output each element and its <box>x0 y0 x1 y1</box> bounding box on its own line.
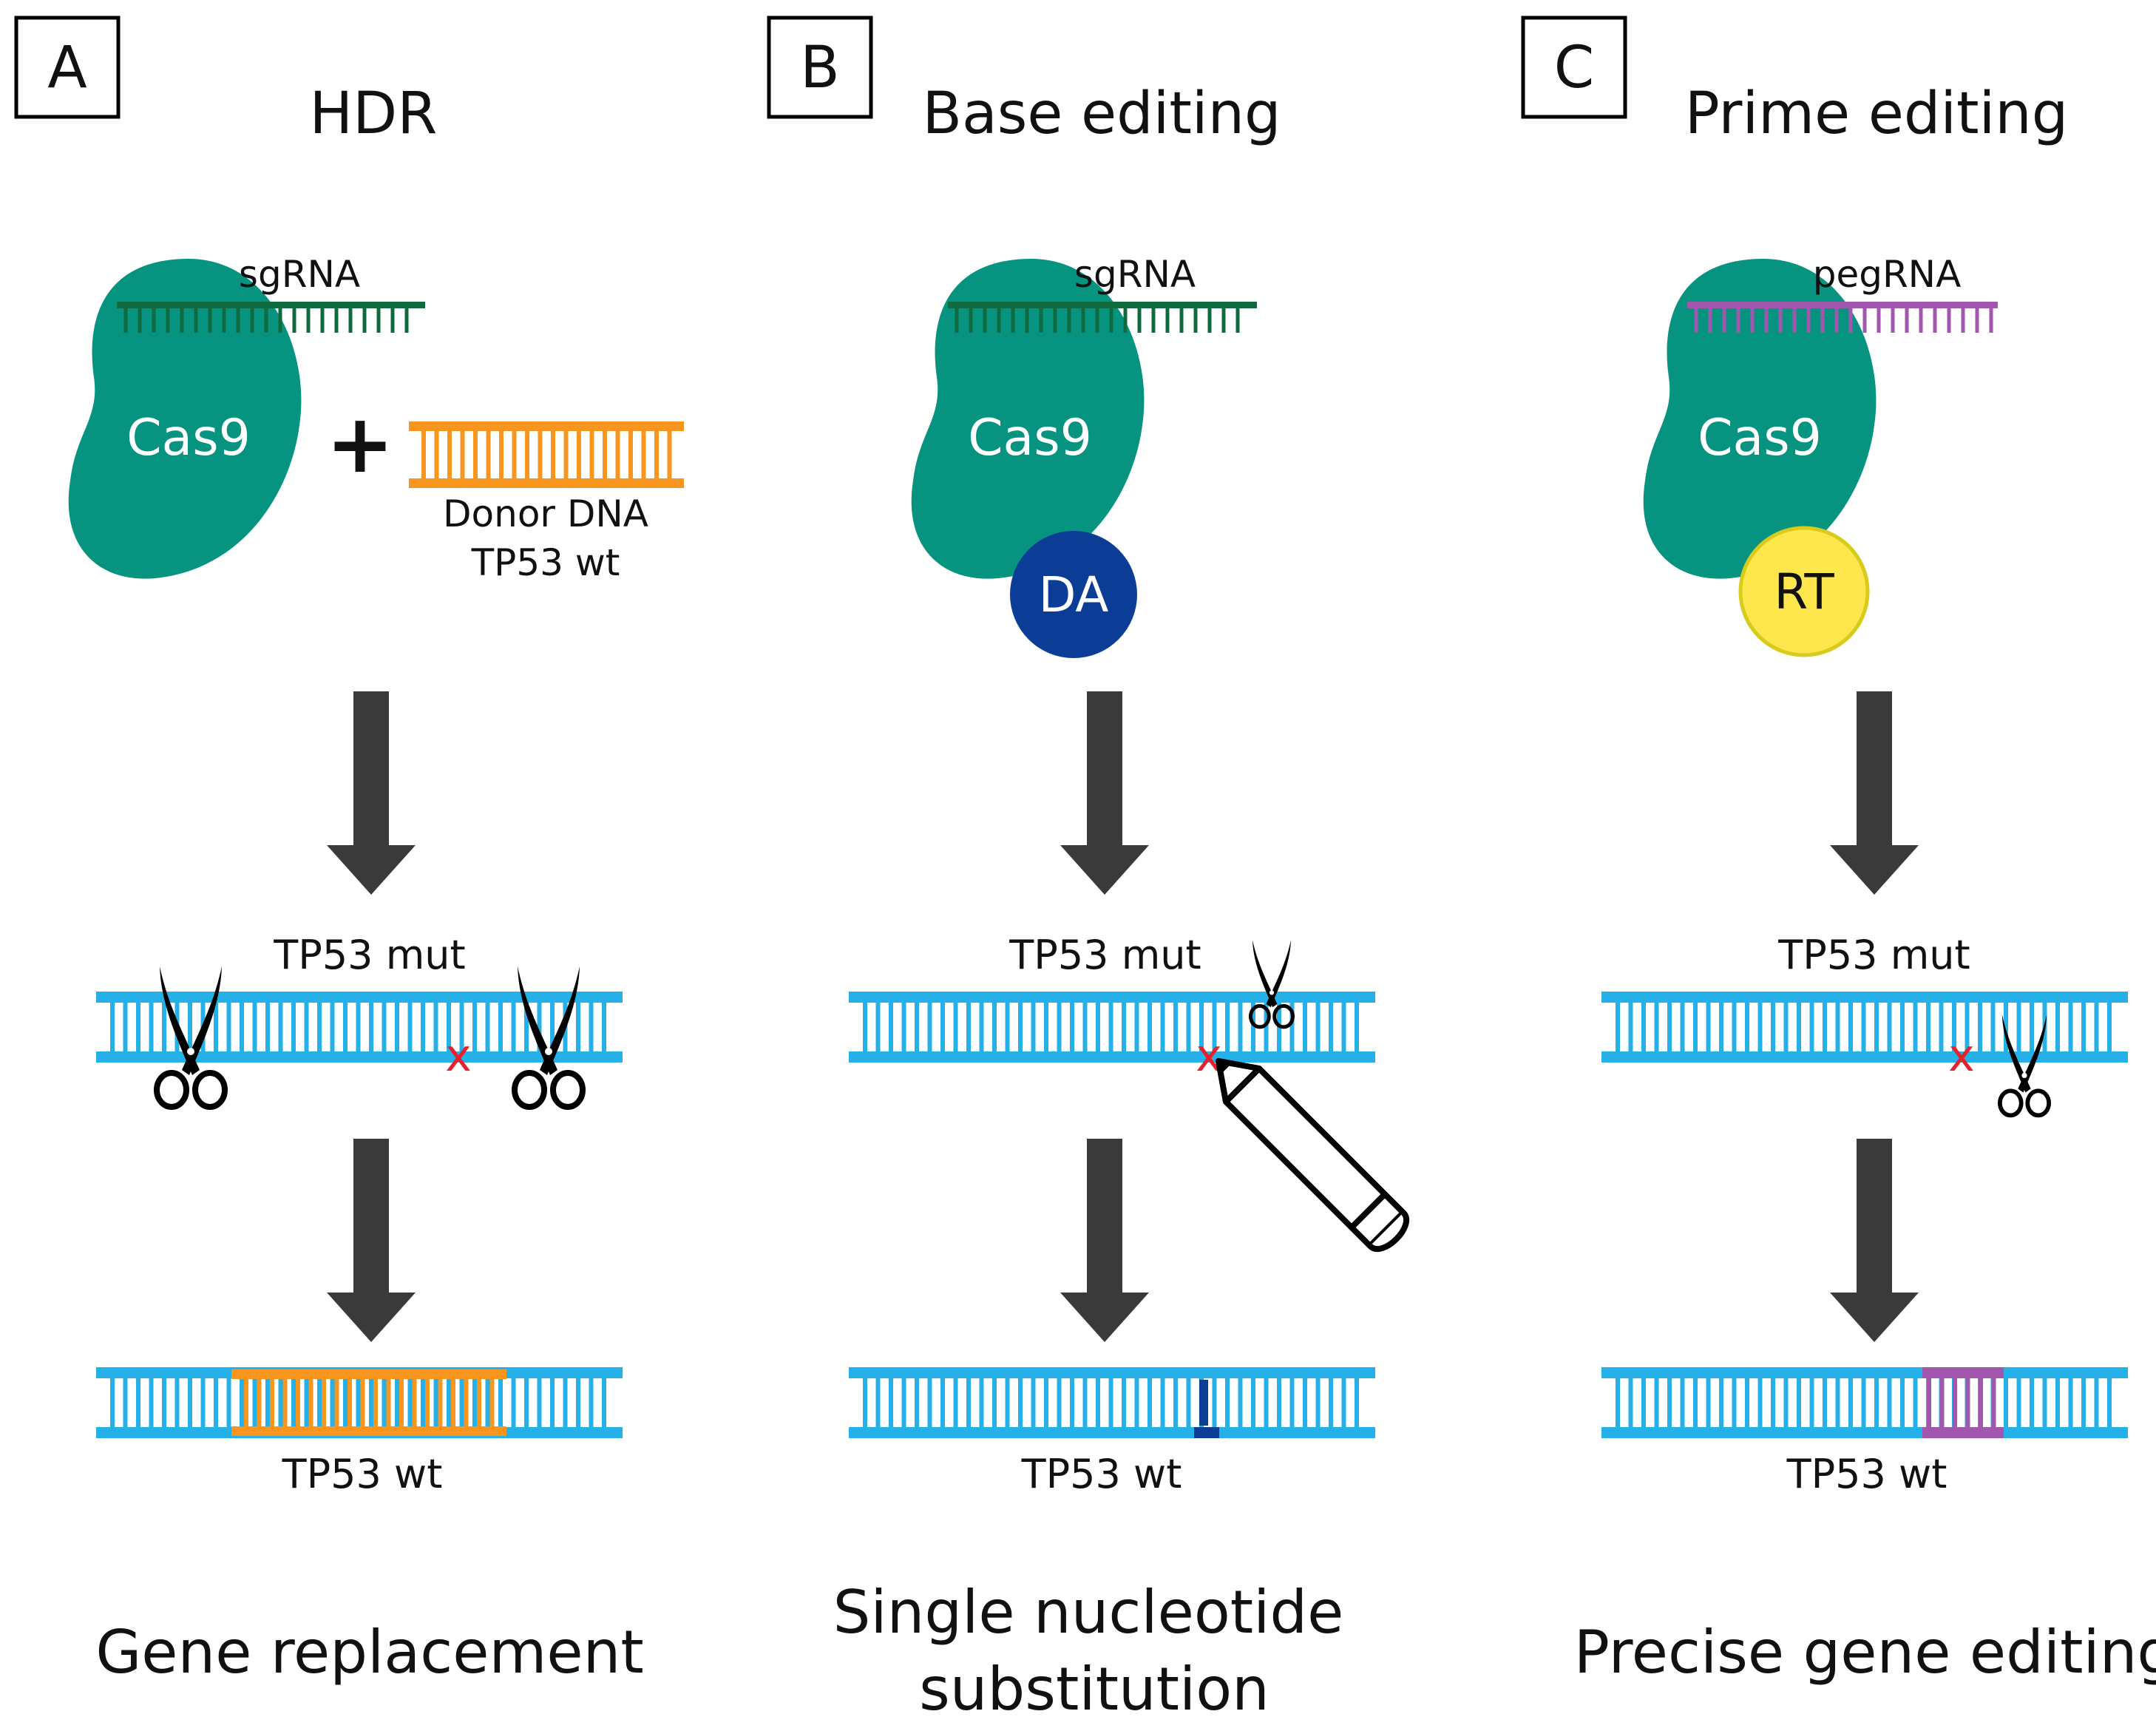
dna-rungs <box>110 1002 606 1052</box>
target-label: TP53 mut <box>1777 932 1970 978</box>
dna-strand-top <box>849 1367 1375 1378</box>
edited-strand-bottom <box>1922 1427 2004 1438</box>
panel-b-title: Base editing <box>922 81 1281 147</box>
dna-strand-bottom <box>849 1051 1375 1063</box>
plus-sign: + <box>326 396 394 491</box>
guide-label: sgRNA <box>239 253 360 296</box>
dna-strand-bottom <box>1601 1427 2128 1438</box>
dna-strand-top <box>1601 992 2128 1003</box>
down-arrow-2 <box>1830 1139 1919 1342</box>
donor-strand-top <box>409 421 684 431</box>
deaminase-domain <box>1010 531 1137 658</box>
edited-rungs <box>1927 1378 1996 1428</box>
target-dna <box>1601 992 2128 1063</box>
mutation-mark: x <box>445 1030 472 1082</box>
panel-a-letter-box <box>14 16 121 119</box>
dna-strand-top <box>96 992 623 1003</box>
panel-c-letter: C <box>1554 35 1594 101</box>
enzyme-label: RT <box>1774 563 1834 620</box>
guide-teeth <box>1694 305 1993 333</box>
guide-label: pegRNA <box>1813 253 1962 296</box>
donor-strand-top <box>231 1369 506 1379</box>
donor-label-line2: TP53 wt <box>471 541 620 584</box>
down-arrow-2 <box>1060 1139 1149 1342</box>
donor-label-line1: Donor DNA <box>443 492 648 535</box>
dna-rungs <box>1616 1378 2112 1428</box>
edited-strand-top <box>1922 1367 2004 1378</box>
pencil-icon <box>1218 1061 1406 1249</box>
dna-strand-top <box>849 992 1375 1003</box>
donor-strand-bottom <box>231 1426 506 1436</box>
guide-backbone <box>117 302 425 308</box>
result-label: TP53 wt <box>1786 1451 1947 1497</box>
guide-backbone <box>1687 302 1998 308</box>
donor-rungs <box>244 1378 495 1427</box>
guide-label: sgRNA <box>1074 253 1196 296</box>
sgrna-guide <box>117 302 425 333</box>
target-dna <box>849 992 1375 1063</box>
protein-label: Cas9 <box>1698 409 1822 467</box>
dna-strand-top <box>1601 1367 2128 1378</box>
result-dna <box>849 1367 1375 1438</box>
panel-a-title: HDR <box>310 81 438 147</box>
dna-strand-bottom <box>1601 1051 2128 1063</box>
down-arrow-1 <box>1830 691 1919 895</box>
outcome-label-line2: substitution <box>919 1655 1269 1724</box>
panel-c-letter-box <box>1521 16 1627 119</box>
panel-a-letter: A <box>47 35 87 101</box>
dna-rungs <box>863 1378 1359 1428</box>
target-dna <box>96 992 623 1063</box>
target-label: TP53 mut <box>1008 932 1201 978</box>
nickase-scissors-icon <box>1250 940 1292 1027</box>
reverse-transcriptase-domain <box>1738 526 1870 657</box>
inserted-donor-segment <box>231 1369 506 1436</box>
guide-teeth <box>955 305 1240 333</box>
result-label: TP53 wt <box>1021 1451 1182 1497</box>
pegrna-guide <box>1687 302 1998 333</box>
mutation-mark: x <box>1948 1030 1975 1082</box>
panel-b-letter-box <box>767 16 873 119</box>
result-dna <box>1601 1367 2128 1438</box>
dna-rungs <box>110 1378 606 1428</box>
donor-dna <box>409 421 684 488</box>
dna-rungs <box>1616 1002 2112 1052</box>
donor-rungs <box>421 430 672 479</box>
down-arrow-2 <box>327 1139 416 1342</box>
guide-backbone <box>948 302 1257 308</box>
dna-strand-bottom <box>96 1051 623 1063</box>
outcome-label: Gene replacement <box>95 1618 643 1687</box>
guide-teeth <box>123 305 409 333</box>
dna-rungs <box>863 1002 1359 1052</box>
enzyme-label: DA <box>1039 566 1109 623</box>
outcome-label: Precise gene editing <box>1574 1618 2156 1687</box>
sgrna-guide <box>948 302 1257 333</box>
substituted-base <box>1199 1380 1208 1426</box>
panel-c-title: Prime editing <box>1685 81 2069 147</box>
substituted-base-strand <box>1194 1427 1219 1438</box>
down-arrow-1 <box>327 691 416 895</box>
target-label: TP53 mut <box>273 932 465 978</box>
panel-b-letter: B <box>800 35 840 101</box>
dna-strand-bottom <box>849 1427 1375 1438</box>
mutation-mark: x <box>1196 1030 1222 1082</box>
protein-label: Cas9 <box>126 409 251 467</box>
donor-strand-bottom <box>409 478 684 488</box>
result-label: TP53 wt <box>282 1451 443 1497</box>
protein-label: Cas9 <box>968 409 1092 467</box>
outcome-label-line1: Single nucleotide <box>833 1578 1344 1647</box>
down-arrow-1 <box>1060 691 1149 895</box>
edited-segment <box>1922 1367 2004 1438</box>
